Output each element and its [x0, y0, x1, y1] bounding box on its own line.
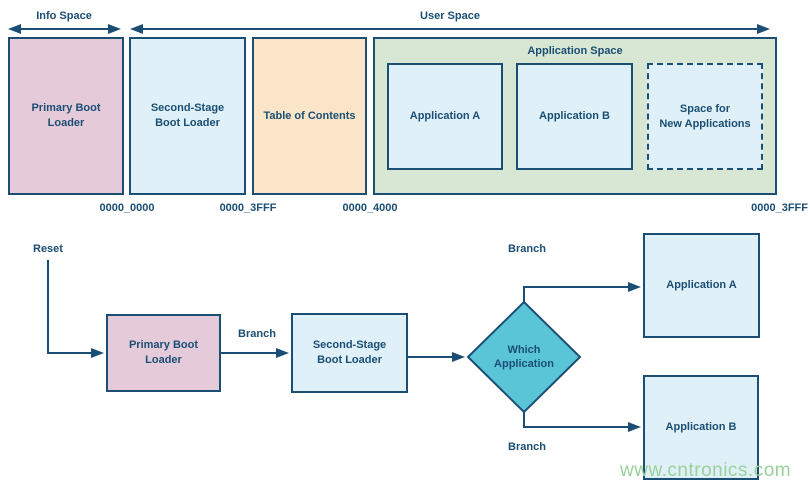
branch-label-top: Branch	[508, 243, 546, 255]
user-space-arrow	[130, 24, 770, 34]
user-space-label: User Space	[420, 10, 480, 22]
address-label-0000-0000: 0000_0000	[99, 202, 155, 214]
memory-region-application-b: Application B	[516, 63, 633, 170]
flow-node-label: Application A	[666, 279, 737, 292]
branch-label-bottom: Branch	[508, 441, 546, 453]
memory-region-second-stage-boot-loader: Second-Stage Boot Loader	[129, 37, 246, 195]
memory-region-label: Table of Contents	[263, 109, 356, 122]
flow-node-application-a: Application A	[643, 233, 760, 338]
application-space-label: Application Space	[527, 45, 623, 57]
flow-node-second-stage-boot-loader: Second-Stage Boot Loader	[291, 313, 408, 393]
branch-connector-pbl-to-ssbl	[221, 348, 289, 358]
memory-region-label: Application B	[539, 110, 610, 123]
flow-node-primary-boot-loader: Primary Boot Loader	[106, 314, 221, 392]
address-label-end: 0000_3FFF	[751, 202, 808, 214]
info-space-label: Info Space	[36, 10, 92, 22]
memory-region-label: Primary Boot Loader	[31, 102, 101, 129]
memory-region-label: Space for New Applications	[659, 102, 751, 130]
which-application-diamond-shape	[466, 300, 582, 414]
address-label-0000-4000: 0000_4000	[342, 202, 398, 214]
reset-connector	[47, 260, 104, 358]
flow-node-label: Second-Stage Boot Loader	[312, 339, 387, 366]
which-application-diamond-label: Which Application	[494, 344, 554, 370]
branch-connector-to-app-b	[523, 411, 641, 432]
flow-node-label: Primary Boot Loader	[128, 339, 199, 366]
memory-region-space-for-new-applications: Space for New Applications	[647, 63, 763, 170]
branch-label-middle: Branch	[238, 328, 276, 340]
address-label-0000-3fff: 0000_3FFF	[219, 202, 277, 214]
memory-region-application-a: Application A	[387, 63, 503, 170]
flow-node-label: Application B	[665, 421, 737, 434]
memory-region-label: Second-Stage Boot Loader	[150, 102, 225, 129]
branch-connector-to-app-a	[523, 282, 641, 303]
memory-region-table-of-contents: Table of Contents	[252, 37, 367, 195]
memory-region-label: Application A	[409, 110, 481, 123]
watermark-text: www.cntronics.com	[620, 460, 792, 481]
connector-ssbl-to-diamond	[408, 352, 465, 362]
info-space-arrow	[8, 24, 121, 34]
flow-node-application-b: Application B	[643, 375, 759, 480]
reset-label: Reset	[33, 243, 63, 255]
memory-region-primary-boot-loader: Primary Boot Loader	[8, 37, 124, 195]
